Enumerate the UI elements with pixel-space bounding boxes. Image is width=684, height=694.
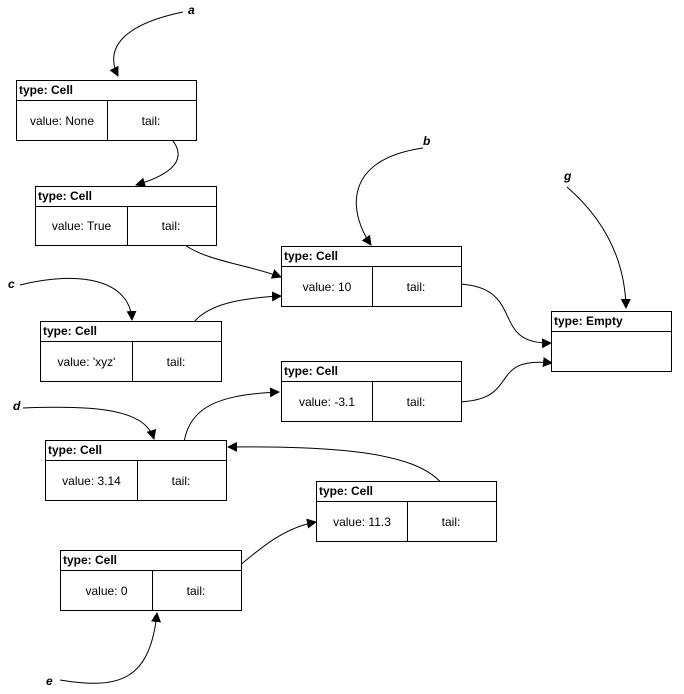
- variable-a: a: [188, 3, 195, 17]
- node-tail-label: tail:: [161, 219, 181, 233]
- variable-b: b: [423, 134, 431, 148]
- node-value-label: value: 11.3: [317, 502, 408, 541]
- node-type-label: type: Empty: [552, 312, 671, 332]
- arrow-e-to-cell-0: [59, 612, 162, 684]
- variable-c: c: [8, 277, 15, 291]
- node-tail-label: tail:: [166, 354, 186, 369]
- node-type-label: type: Cell: [61, 551, 241, 571]
- cell-node-113: type: Cell value: 11.3 tail:: [316, 481, 497, 542]
- node-tail-label: tail:: [406, 279, 426, 294]
- arrow-d-to-cell-314: [22, 406, 157, 440]
- node-type-label: type: Cell: [282, 247, 461, 267]
- node-value-label: value: 3.14: [46, 461, 138, 500]
- node-tail-label: tail:: [186, 583, 206, 598]
- node-type-label: type: Cell: [17, 81, 196, 101]
- node-type-label: type: Cell: [36, 187, 216, 207]
- node-type-label: type: Cell: [46, 441, 226, 461]
- cell-node-314: type: Cell value: 3.14 tail:: [45, 440, 227, 501]
- cell-node-0: type: Cell value: 0 tail:: [60, 550, 242, 611]
- cell-node-true: type: Cell value: True tail:: [35, 186, 217, 246]
- node-value-label: value: True: [36, 207, 128, 245]
- arrow-g-to-empty: [566, 186, 631, 309]
- arrow-neg31-tail-to-empty: [434, 357, 553, 403]
- node-value-label: value: 0: [61, 571, 153, 610]
- cell-node-neg31: type: Cell value: -3.1 tail:: [281, 361, 462, 422]
- cell-node-none: type: Cell value: None tail:: [16, 80, 197, 141]
- node-tail-label: tail:: [141, 113, 161, 128]
- empty-node: type: Empty: [551, 311, 672, 372]
- node-value-label: value: None: [17, 101, 108, 140]
- arrow-c-to-cell-xyz: [19, 277, 137, 321]
- cell-node-xyz: type: Cell value: 'xyz' tail:: [40, 321, 222, 382]
- node-tail-label: tail:: [441, 514, 461, 529]
- node-tail-label: tail:: [406, 394, 426, 409]
- variable-g: g: [564, 169, 572, 183]
- arrow-a-to-cell-none: [109, 11, 184, 77]
- node-value-label: value: 'xyz': [41, 342, 133, 381]
- variable-d: d: [13, 399, 21, 413]
- node-type-label: type: Cell: [41, 322, 221, 342]
- arrow-b-to-cell-10: [355, 147, 424, 246]
- node-value-label: value: -3.1: [282, 382, 373, 421]
- cell-node-10: type: Cell value: 10 tail:: [281, 246, 462, 307]
- node-type-label: type: Cell: [317, 482, 496, 502]
- node-tail-label: tail:: [171, 473, 191, 488]
- node-type-label: type: Cell: [282, 362, 461, 382]
- variable-e: e: [46, 674, 53, 688]
- node-value-label: value: 10: [282, 267, 373, 306]
